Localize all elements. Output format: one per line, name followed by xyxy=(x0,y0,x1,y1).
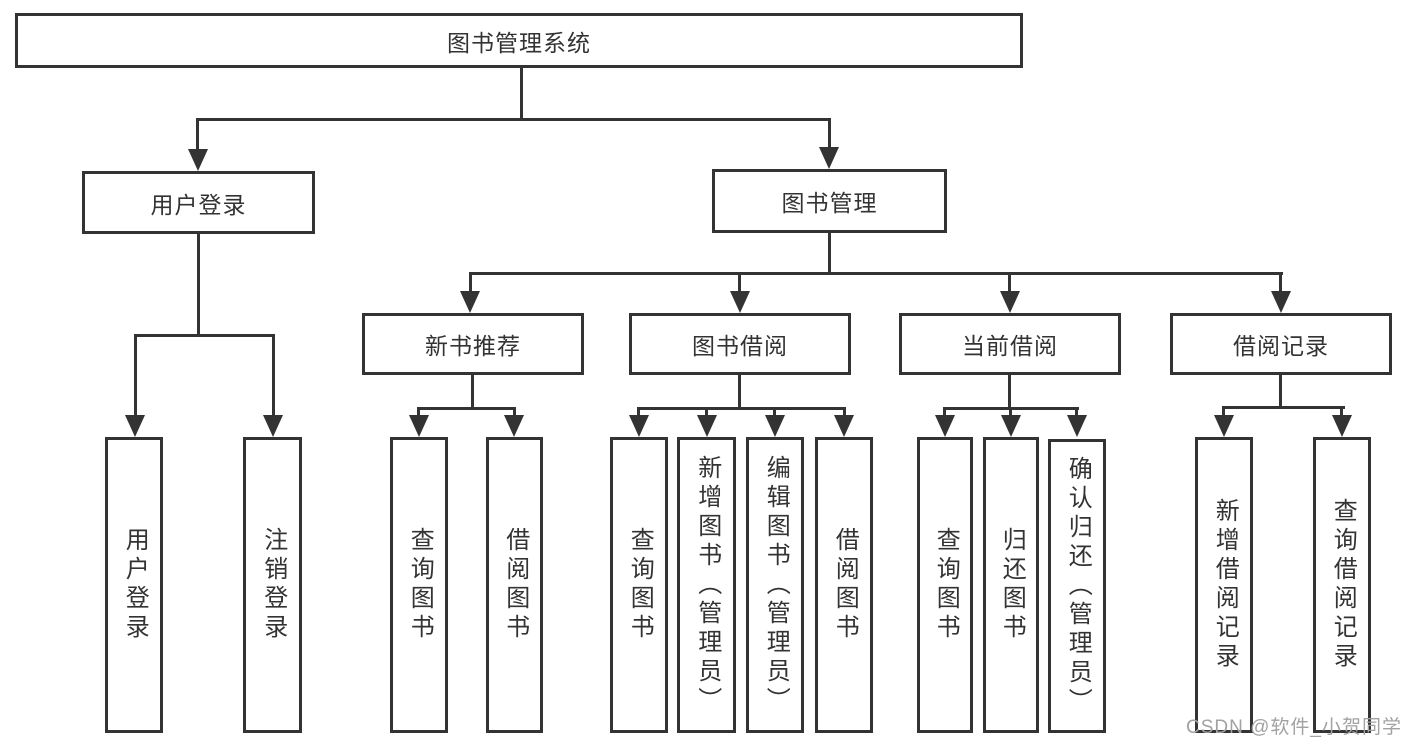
connector-stem xyxy=(1008,272,1011,294)
connector-level2-horizontal xyxy=(196,118,831,121)
leaf-confirm-return-admin: 确认归还（管理员） xyxy=(1048,439,1106,733)
arrow-down-icon xyxy=(697,415,717,437)
connector-stem xyxy=(773,407,776,419)
leaf-edit-books-admin: 编辑图书（管理员） xyxy=(746,437,804,733)
leaf-label: 确认归还（管理员） xyxy=(1064,455,1092,717)
leaf-label: 查询图书 xyxy=(626,527,654,643)
connector-stem xyxy=(513,407,516,419)
arrow-down-icon xyxy=(1067,415,1087,437)
arrow-down-icon xyxy=(819,147,839,169)
leaf-label: 查询图书 xyxy=(406,527,434,643)
node-book-borrowing: 图书借阅 xyxy=(629,313,851,375)
arrow-down-icon xyxy=(125,415,145,437)
connector-stem xyxy=(469,272,472,294)
leaf-label: 查询借阅记录 xyxy=(1329,498,1357,672)
arrow-down-icon xyxy=(1271,291,1291,313)
connector-stem xyxy=(943,407,946,419)
arrow-down-icon xyxy=(629,415,649,437)
node-label: 用户登录 xyxy=(150,191,247,218)
node-new-book-recommend: 新书推荐 xyxy=(362,313,584,375)
leaf-query-books-current: 查询图书 xyxy=(917,437,973,733)
connector-stem xyxy=(738,272,741,294)
connector-stem xyxy=(705,407,708,419)
leaf-query-books-recommend: 查询图书 xyxy=(390,437,448,733)
connector-userlogin-horizontal xyxy=(134,334,275,337)
leaf-borrow-books: 借阅图书 xyxy=(815,437,873,733)
connector-userlogin-vertical xyxy=(197,234,200,337)
node-current-borrowing: 当前借阅 xyxy=(899,313,1121,375)
arrow-down-icon xyxy=(263,415,283,437)
connector-horizontal xyxy=(637,407,846,410)
connector-bookmgmt-vertical xyxy=(828,233,831,275)
leaf-label: 新增图书（管理员） xyxy=(693,454,721,716)
connector-stem xyxy=(843,407,846,419)
node-label: 当前借阅 xyxy=(962,333,1058,359)
connector-userlogin-stem xyxy=(196,118,199,152)
connector-stem xyxy=(417,407,420,419)
arrow-down-icon xyxy=(1001,415,1021,437)
arrow-down-icon xyxy=(504,415,524,437)
arrow-down-icon xyxy=(1332,415,1352,437)
connector-stem xyxy=(1279,272,1282,294)
arrow-down-icon xyxy=(765,415,785,437)
leaf-label: 用户登录 xyxy=(121,527,149,643)
connector-horizontal xyxy=(1222,406,1345,409)
connector-vertical xyxy=(471,375,474,410)
connector-stem xyxy=(1222,406,1225,418)
connector-vertical xyxy=(1279,375,1282,409)
leaf-query-books-borrowing: 查询图书 xyxy=(610,437,668,733)
node-label: 图书管理系统 xyxy=(447,29,591,56)
arrow-down-icon xyxy=(460,291,480,313)
leaf-user-login: 用户登录 xyxy=(105,437,163,733)
connector-stem xyxy=(134,334,137,416)
connector-level3-horizontal xyxy=(469,272,1283,275)
arrow-down-icon xyxy=(1214,415,1234,437)
arrow-down-icon xyxy=(188,149,208,171)
leaf-label: 借阅图书 xyxy=(501,527,529,643)
leaf-logout: 注销登录 xyxy=(243,437,302,733)
leaf-label: 编辑图书（管理员） xyxy=(762,454,790,716)
connector-stem xyxy=(1009,407,1012,419)
connector-bookmgmt-stem xyxy=(828,118,831,152)
leaf-label: 查询图书 xyxy=(932,527,960,643)
leaf-return-books: 归还图书 xyxy=(983,437,1039,733)
leaf-label: 注销登录 xyxy=(259,527,287,643)
arrow-down-icon xyxy=(409,415,429,437)
leaf-query-borrow-record: 查询借阅记录 xyxy=(1313,437,1371,733)
leaf-label: 借阅图书 xyxy=(831,527,859,643)
leaf-label: 归还图书 xyxy=(998,527,1026,643)
leaf-borrow-books-recommend: 借阅图书 xyxy=(486,437,543,733)
node-user-login: 用户登录 xyxy=(82,171,315,234)
connector-stem xyxy=(272,334,275,416)
leaf-label: 新增借阅记录 xyxy=(1211,498,1239,672)
leaf-add-books-admin: 新增图书（管理员） xyxy=(677,437,736,733)
node-label: 图书管理 xyxy=(781,190,878,216)
node-label: 借阅记录 xyxy=(1233,333,1329,359)
connector-stem xyxy=(1075,407,1078,419)
leaf-add-borrow-record: 新增借阅记录 xyxy=(1195,437,1253,733)
connector-horizontal xyxy=(417,407,516,410)
node-library-management-system: 图书管理系统 xyxy=(15,13,1023,68)
node-label: 新书推荐 xyxy=(425,333,521,359)
connector-stem xyxy=(1340,406,1343,418)
arrow-down-icon xyxy=(935,415,955,437)
connector-vertical xyxy=(738,375,741,410)
arrow-down-icon xyxy=(1000,291,1020,313)
node-book-management: 图书管理 xyxy=(712,169,947,233)
connector-vertical xyxy=(1008,375,1011,410)
csdn-watermark: CSDN @软件_小贺同学 xyxy=(1186,717,1402,738)
node-label: 图书借阅 xyxy=(692,333,788,359)
node-borrowing-records: 借阅记录 xyxy=(1170,313,1392,375)
connector-root-vertical xyxy=(520,68,523,120)
arrow-down-icon xyxy=(730,291,750,313)
connector-stem xyxy=(637,407,640,419)
arrow-down-icon xyxy=(834,415,854,437)
